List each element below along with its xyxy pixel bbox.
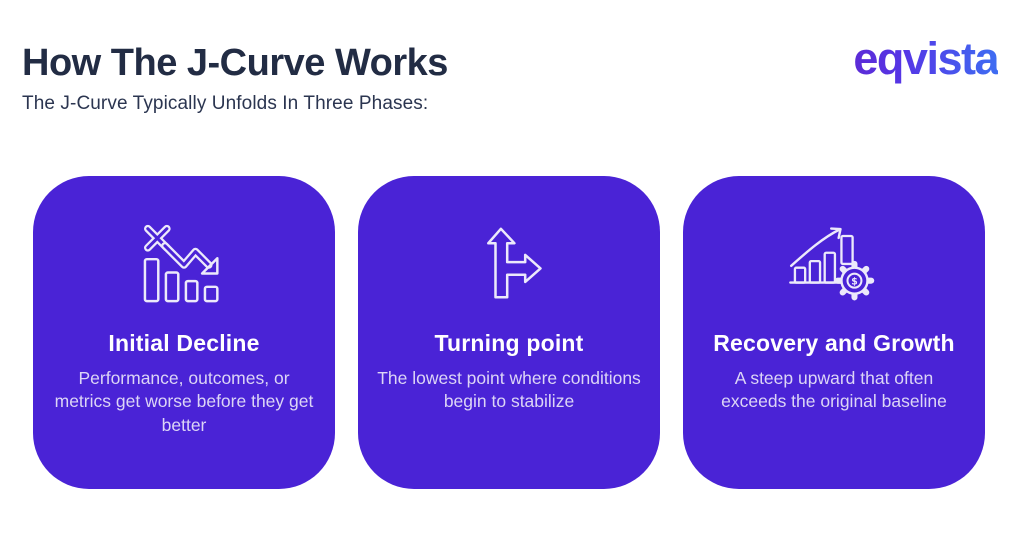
card-title: Initial Decline	[108, 330, 260, 356]
branching-arrow-icon	[358, 222, 660, 304]
svg-text:$: $	[851, 276, 857, 287]
gear-dollar-icon: $	[834, 260, 875, 301]
card-description: A steep upward that often exceeds the or…	[721, 368, 947, 412]
card-title: Recovery and Growth	[713, 330, 955, 356]
header: How The J-Curve Works The J-Curve Typica…	[22, 42, 448, 115]
page-title: How The J-Curve Works	[22, 42, 448, 84]
card-title: Turning point	[434, 330, 584, 356]
card-recovery-growth: $ Recovery and Growth A steep upward tha…	[683, 176, 985, 489]
card-turning-point: Turning point The lowest point where con…	[358, 176, 660, 489]
growth-chart-gear-icon: $	[683, 222, 985, 304]
card-initial-decline: Initial Decline Performance, outcomes, o…	[33, 176, 335, 489]
phase-cards: Initial Decline Performance, outcomes, o…	[33, 176, 985, 489]
card-description: Performance, outcomes, or metrics get wo…	[54, 368, 314, 435]
card-description: The lowest point where conditions begin …	[377, 368, 641, 412]
page-subtitle: The J-Curve Typically Unfolds In Three P…	[22, 92, 429, 114]
declining-bar-chart-icon	[33, 222, 335, 304]
eqvista-logo: eqvista	[853, 33, 999, 84]
